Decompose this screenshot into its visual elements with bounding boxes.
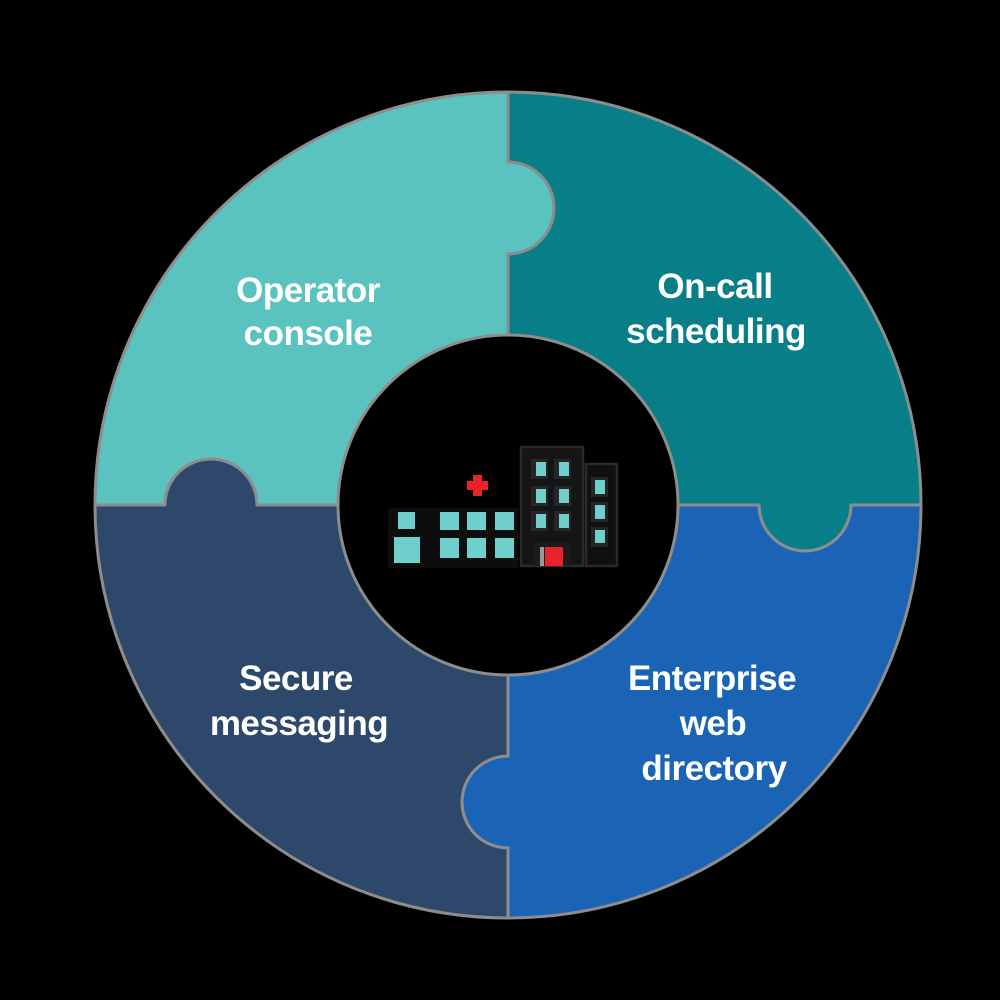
piece-labels: Operator console On-call scheduling Ente… xyxy=(210,267,807,788)
hospital-annex-windows xyxy=(591,477,608,547)
label-secure-line1: Secure xyxy=(239,659,353,698)
hospital-window xyxy=(495,512,514,530)
hospital-window xyxy=(440,538,459,558)
label-oncall-line2: scheduling xyxy=(626,312,806,351)
piece-secure-messaging xyxy=(93,457,510,920)
hospital-window xyxy=(398,512,415,529)
hospital-window xyxy=(394,537,420,563)
label-enterprise-line2: web xyxy=(679,704,747,743)
label-operator-line1: Operator xyxy=(236,271,381,310)
hospital-main-windows xyxy=(531,459,571,531)
puzzle-ring xyxy=(93,90,923,920)
label-oncall-line1: On-call xyxy=(657,267,772,306)
hospital-window xyxy=(495,538,514,558)
label-enterprise-line1: Enterprise xyxy=(628,659,796,698)
hospital-entrance xyxy=(534,543,570,566)
hospital-icon xyxy=(388,445,619,568)
label-enterprise-line3: directory xyxy=(641,749,787,788)
hospital-window xyxy=(467,538,486,558)
hospital-window xyxy=(467,512,486,530)
label-secure-line2: messaging xyxy=(210,704,388,743)
hospital-cross-icon xyxy=(467,475,488,496)
label-operator-line2: console xyxy=(244,314,373,353)
hospital-door-jamb xyxy=(540,547,544,566)
hospital-window xyxy=(440,512,459,530)
hospital-door xyxy=(545,547,563,566)
